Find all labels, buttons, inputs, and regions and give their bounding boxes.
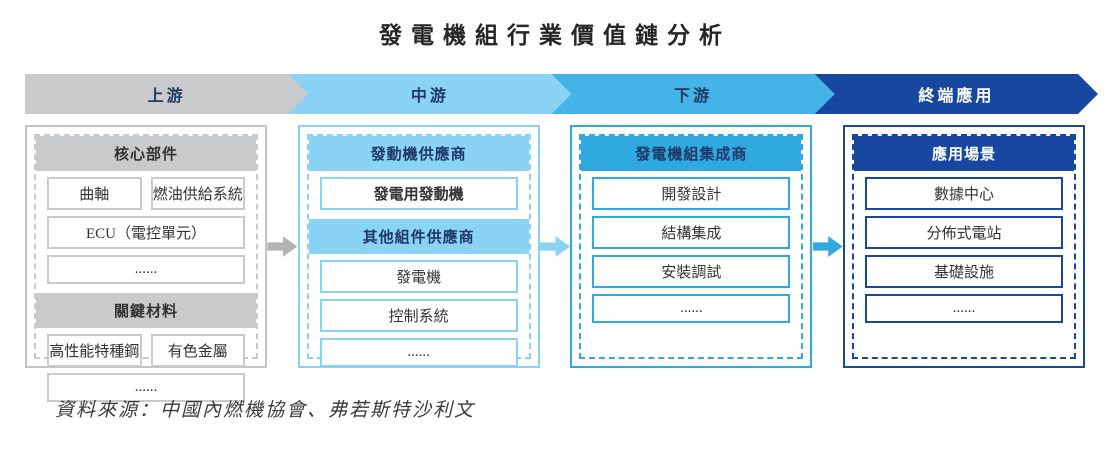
- item-box: 數據中心: [865, 177, 1064, 210]
- section-header-genset-integrators: 發電機組集成商: [581, 136, 802, 171]
- item-box: 有色金屬: [150, 334, 245, 367]
- item-row: 高性能特種鋼 有色金屬: [47, 334, 245, 367]
- column-upstream-inner: 核心部件 曲軸 燃油供給系統 ECU（電控單元） ...... 關鍵材料 高性能…: [34, 134, 258, 402]
- column-midstream-inner: 發動機供應商 發電用發動機 其他組件供應商 發電機 控制系統 ......: [306, 134, 531, 367]
- item-box: 開發設計: [592, 177, 791, 210]
- item-box: 結構集成: [592, 216, 791, 249]
- stage-label-upstream: 上游: [147, 88, 186, 105]
- stage-label-end-application: 終端應用: [918, 88, 995, 105]
- item-box: ......: [592, 294, 791, 323]
- item-box: 分佈式電站: [865, 216, 1064, 249]
- item-box: 安裝調試: [592, 255, 791, 288]
- item-box: 控制系統: [319, 299, 518, 332]
- arrow-cell: [540, 125, 571, 368]
- stage-segment-end-application: 終端應用: [815, 74, 1098, 114]
- arrow-cell: [267, 125, 298, 368]
- arrow-cell: [812, 125, 843, 368]
- item-box: 高性能特種鋼: [47, 334, 142, 367]
- stage-label-downstream: 下游: [674, 88, 713, 105]
- item-box: 發電用發動機: [319, 177, 518, 210]
- section-header-key-materials: 關鍵材料: [36, 293, 256, 328]
- item-box: 基礎設施: [865, 255, 1064, 288]
- column-downstream: 發電機組集成商 開發設計 結構集成 安裝調試 ......: [570, 125, 813, 368]
- item-box: ......: [319, 338, 518, 367]
- section-header-application-scenarios: 應用場景: [854, 136, 1075, 171]
- value-chain-columns: 核心部件 曲軸 燃油供給系統 ECU（電控單元） ...... 關鍵材料 高性能…: [25, 125, 1086, 402]
- page-title: 發電機組行業價值鏈分析: [379, 22, 731, 48]
- column-upstream: 核心部件 曲軸 燃油供給系統 ECU（電控單元） ...... 關鍵材料 高性能…: [25, 125, 267, 402]
- source-note: 資料來源：中國內燃機協會、弗若斯特沙利文: [55, 400, 476, 421]
- section-header-other-component-suppliers: 其他組件供應商: [308, 219, 529, 254]
- section-header-engine-suppliers: 發動機供應商: [308, 136, 529, 171]
- right-arrow-icon: [540, 236, 570, 257]
- item-box: ......: [865, 294, 1064, 323]
- item-row: 曲軸 燃油供給系統: [47, 177, 245, 210]
- right-arrow-icon: [812, 236, 843, 257]
- stage-segment-upstream: 上游: [25, 74, 308, 114]
- stage-segment-midstream: 中游: [288, 74, 571, 114]
- section-header-core-components: 核心部件: [36, 136, 256, 171]
- item-box: ......: [47, 255, 245, 284]
- right-arrow-icon: [267, 236, 298, 257]
- item-box: 發電機: [319, 260, 518, 293]
- column-end-application-inner: 應用場景 數據中心 分佈式電站 基礎設施 ......: [852, 134, 1077, 359]
- item-box: ......: [47, 373, 245, 402]
- column-downstream-inner: 發電機組集成商 開發設計 結構集成 安裝調試 ......: [579, 134, 804, 359]
- stage-label-midstream: 中游: [410, 88, 449, 105]
- stage-segment-downstream: 下游: [552, 74, 835, 114]
- column-midstream: 發動機供應商 發電用發動機 其他組件供應商 發電機 控制系統 ......: [297, 125, 540, 368]
- item-box: ECU（電控單元）: [47, 216, 245, 249]
- value-chain-band: 上游 中游 下游 終端應用: [25, 74, 1098, 114]
- column-end-application: 應用場景 數據中心 分佈式電站 基礎設施 ......: [843, 125, 1086, 368]
- item-box: 曲軸: [47, 177, 142, 210]
- item-box: 燃油供給系統: [150, 177, 245, 210]
